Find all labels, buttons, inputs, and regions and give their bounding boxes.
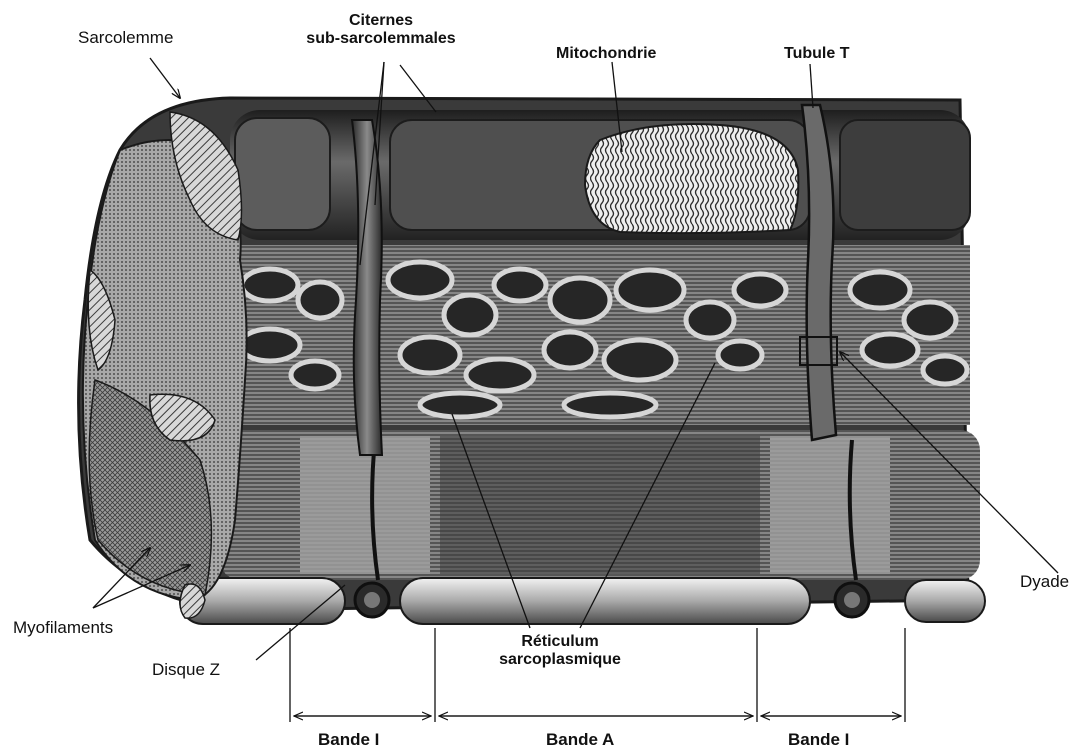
label-bande-i-right: Bande I [788, 730, 849, 750]
label-citernes-line1: Citernes [276, 12, 486, 30]
label-mitochondrie: Mitochondrie [556, 45, 656, 63]
mitochondrion [585, 124, 798, 233]
label-dyade: Dyade [1020, 572, 1069, 592]
label-reticulum-line1: Réticulum [470, 633, 650, 651]
label-disque-z: Disque Z [152, 660, 220, 680]
label-reticulum-line2: sarcoplasmique [470, 651, 650, 669]
label-tubule-t: Tubule T [784, 45, 849, 63]
label-myofilaments: Myofilaments [13, 618, 113, 638]
label-citernes: Citernes sub-sarcolemmales [276, 12, 486, 49]
label-bande-a: Bande A [546, 730, 614, 750]
label-citernes-line2: sub-sarcolemmales [276, 30, 486, 48]
label-reticulum: Réticulum sarcoplasmique [470, 633, 650, 670]
label-sarcolemme: Sarcolemme [78, 28, 173, 48]
label-bande-i-left: Bande I [318, 730, 379, 750]
